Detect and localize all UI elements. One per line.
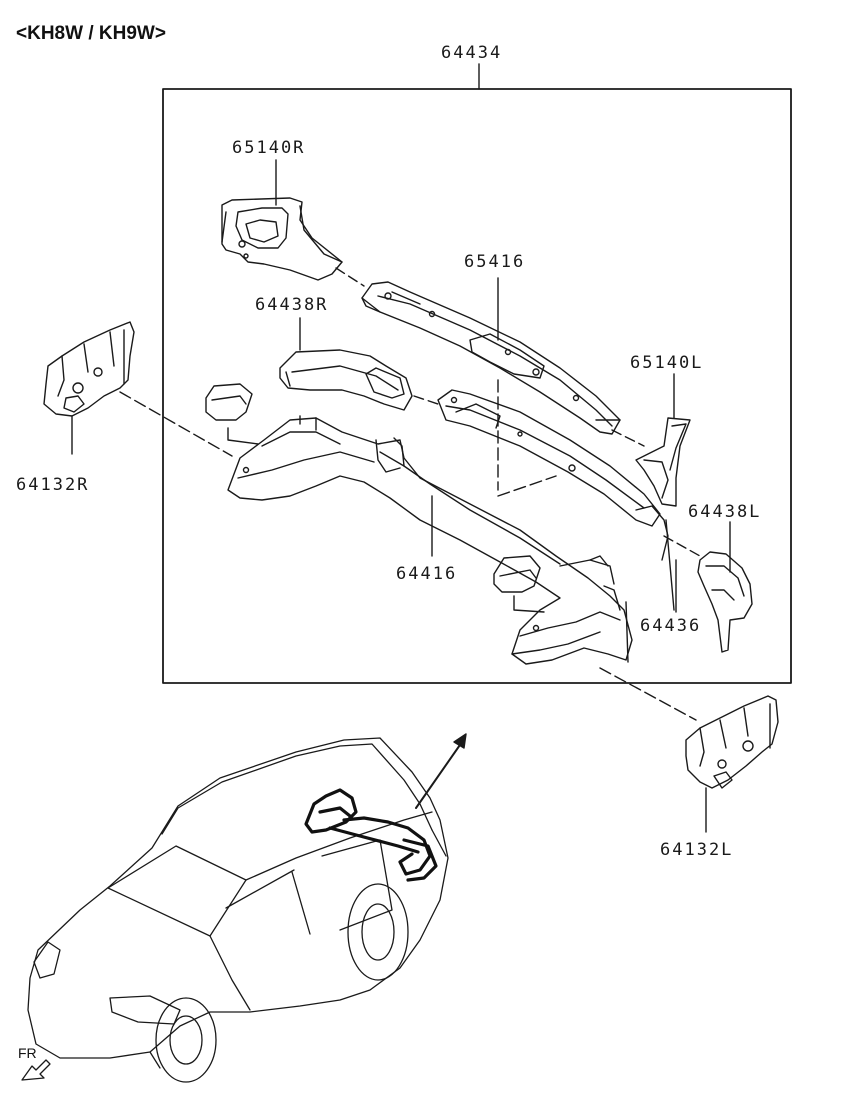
label-65416: 65416 bbox=[464, 252, 526, 272]
part-small-bracket-upper bbox=[205, 383, 259, 445]
label-64438L: 64438L bbox=[688, 502, 762, 522]
label-64132L: 64132L bbox=[660, 840, 734, 860]
dash-65140R-to-65416 bbox=[335, 267, 365, 287]
dash-64438R-to-64436 bbox=[413, 395, 439, 405]
front-direction-arrow-icon bbox=[21, 1059, 51, 1081]
part-64416-side-member bbox=[227, 415, 633, 665]
part-65140L-bracket bbox=[635, 373, 691, 507]
label-64438R: 64438R bbox=[255, 295, 329, 315]
dash-64132R-to-64416 bbox=[119, 391, 233, 457]
part-64132R-panel bbox=[43, 321, 135, 455]
label-65140L: 65140L bbox=[630, 353, 704, 373]
dash-64436-to-64438L bbox=[663, 535, 701, 557]
part-small-bracket-lower bbox=[493, 555, 545, 613]
dash-65416-to-65140L bbox=[611, 429, 645, 447]
vehicle-highlight-parts bbox=[304, 788, 438, 882]
part-64132L-panel bbox=[685, 695, 779, 833]
model-heading: <KH8W / KH9W> bbox=[16, 23, 166, 44]
dash-64416-to-64132L bbox=[599, 667, 697, 721]
label-65140R: 65140R bbox=[232, 138, 306, 158]
assembly-frame bbox=[162, 88, 792, 684]
vehicle-outline bbox=[27, 737, 449, 1083]
front-orientation-label: FR bbox=[18, 1045, 37, 1061]
label-64436: 64436 bbox=[640, 616, 702, 636]
part-64438L-rail bbox=[697, 521, 753, 653]
part-65416-crossmember bbox=[361, 277, 621, 435]
label-64416: 64416 bbox=[396, 564, 458, 584]
part-64438R-rail bbox=[279, 317, 413, 411]
location-arrow-icon bbox=[415, 733, 467, 809]
part-64436-crossmember bbox=[437, 389, 675, 611]
label-64132R: 64132R bbox=[16, 475, 90, 495]
dash-crossmember-link bbox=[497, 475, 557, 497]
label-64434: 64434 bbox=[441, 43, 503, 63]
part-65140R-bracket bbox=[221, 159, 343, 281]
